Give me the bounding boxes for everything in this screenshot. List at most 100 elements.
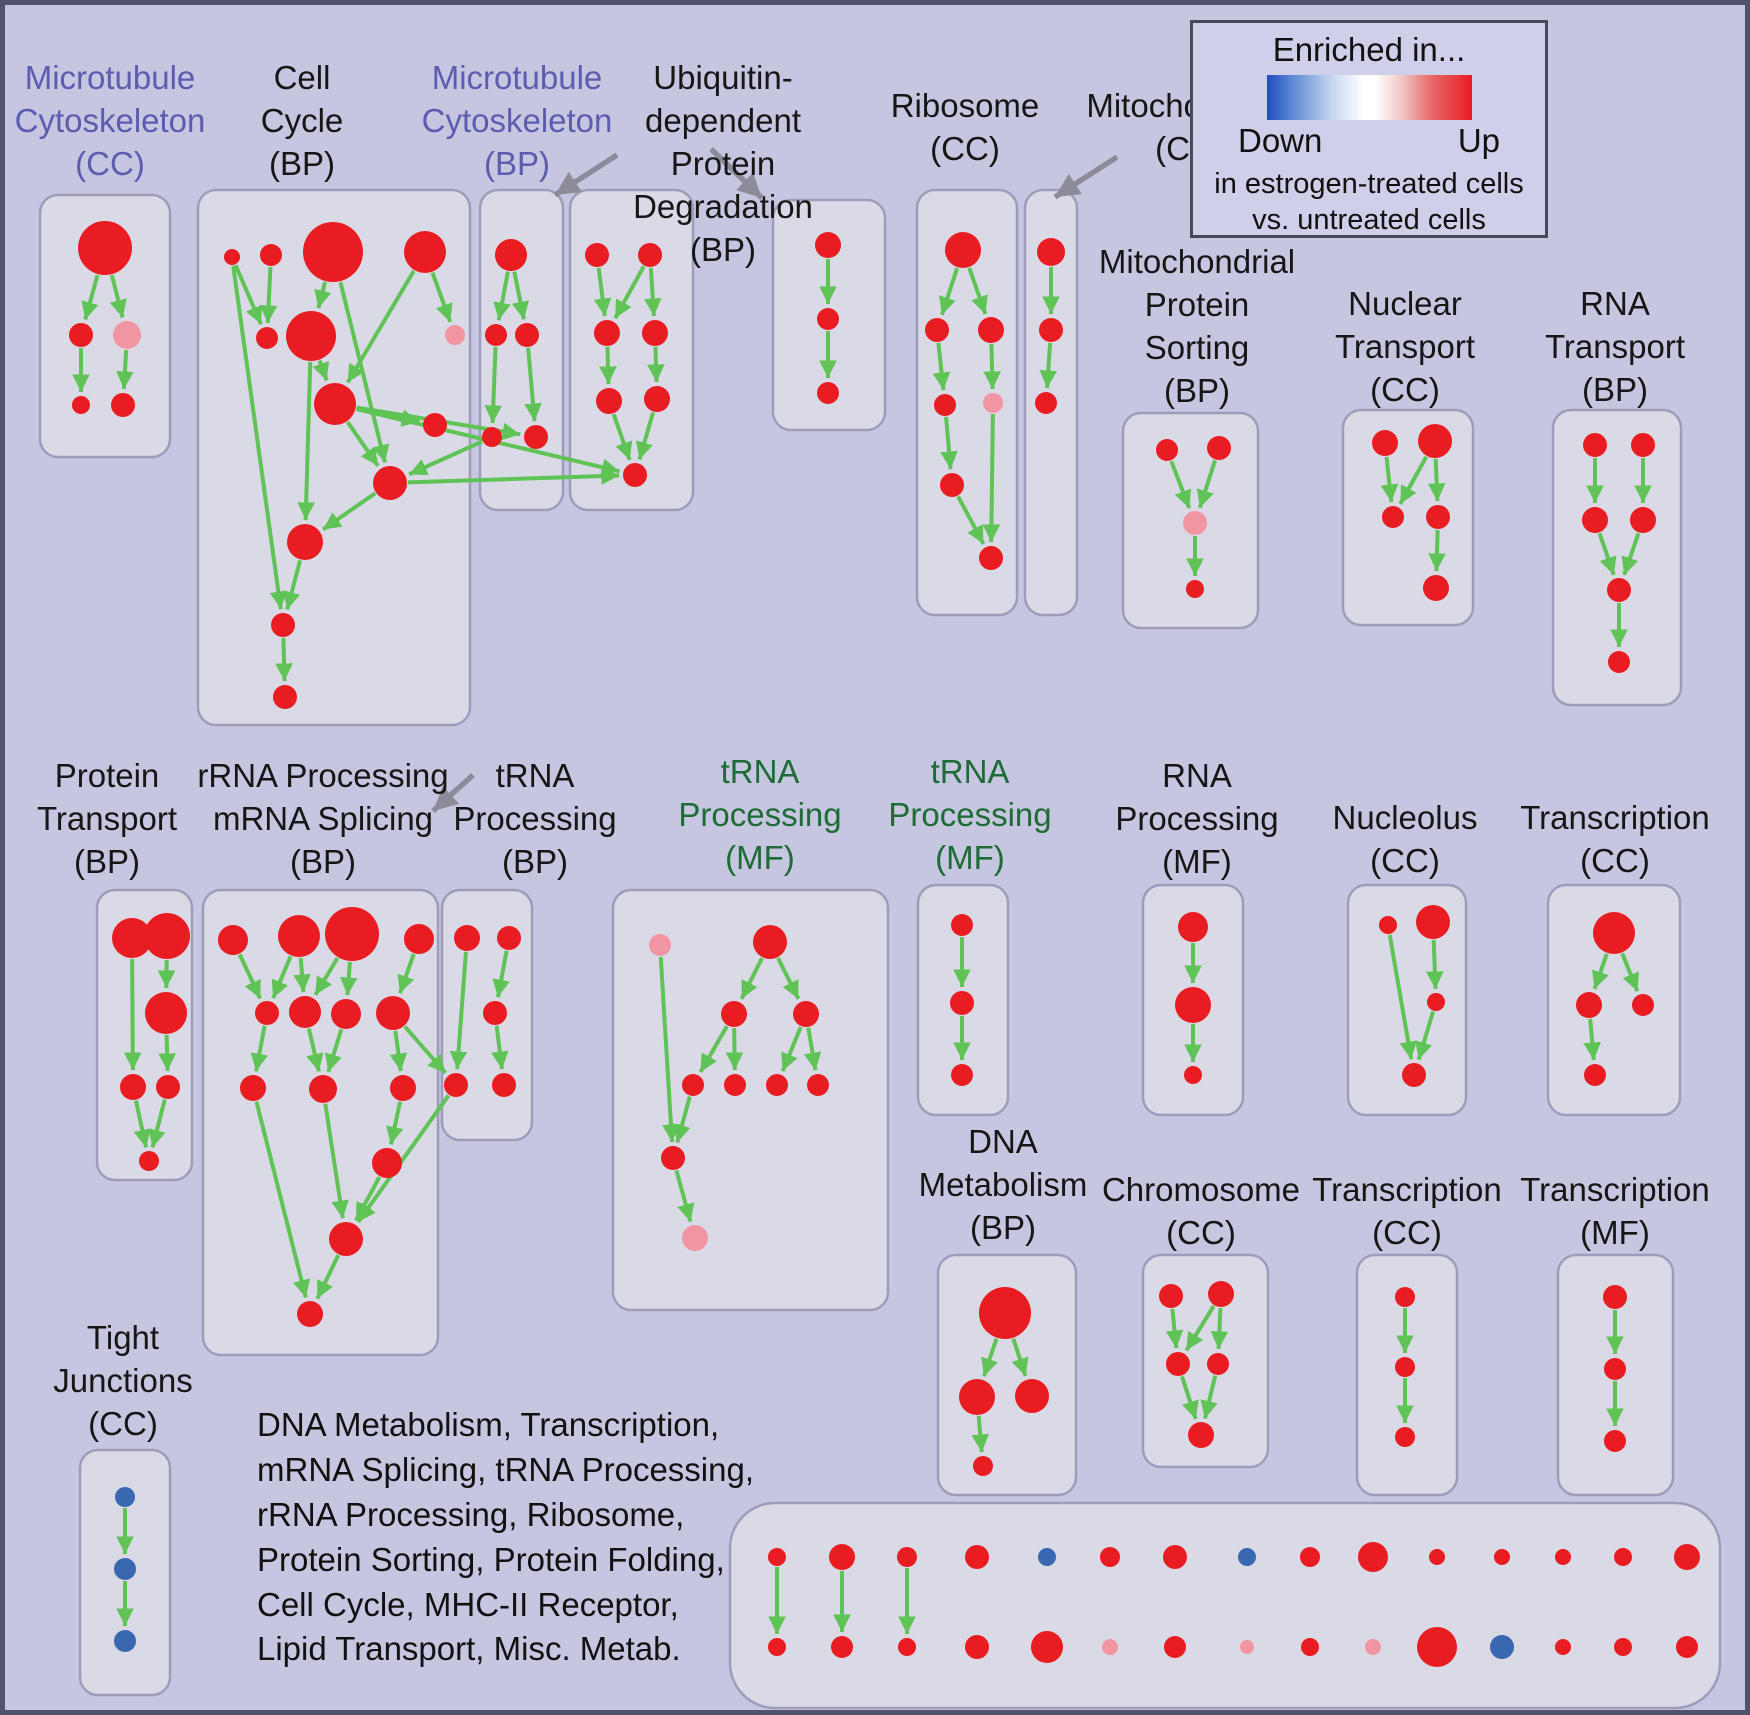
gene-node-q3 [817,382,839,404]
gene-node-tx1 [1395,1287,1415,1307]
gene-node-tm6 [724,1074,746,1096]
gene-node-tj1 [115,1487,135,1507]
gene-node-rt6 [1608,651,1630,673]
edge-rr2-rr5 [271,955,293,999]
gene-node-mp4 [1186,580,1204,598]
edge-cc6-cc8 [312,359,330,382]
gene-node-bb12 [1490,1635,1514,1659]
gene-node-mcc2 [69,323,93,347]
gene-node-dm1 [979,1287,1031,1339]
gene-node-bb1 [768,1638,786,1656]
gene-node-tj2 [114,1558,136,1580]
gene-node-dm4 [973,1456,993,1476]
edge-cc3-cc6 [314,281,332,309]
gene-node-ch2 [1208,1281,1234,1307]
gene-node-bt15 [1674,1544,1700,1570]
gene-node-r7 [979,546,1003,570]
edge-r1-r3 [967,267,988,315]
gene-node-rt1 [1583,433,1607,457]
edge-tm2-tm4 [776,957,801,1000]
gene-node-m1 [495,239,527,271]
gene-node-nu1 [1379,916,1397,934]
label-pointer-arrow-2 [709,147,764,200]
gene-node-ch5 [1188,1422,1214,1448]
gene-node-pt6 [139,1151,159,1171]
edge-u4-u6 [647,346,665,383]
edge-rt3-rt5 [1597,532,1617,576]
gene-node-bb14 [1614,1638,1632,1656]
gene-node-rr6 [289,996,321,1028]
edge-nt1-nt3 [1380,456,1399,503]
gene-node-bt12 [1494,1549,1510,1565]
gene-node-nt1 [1372,430,1398,456]
group-box-nuclear-transport [1341,408,1475,627]
group-box-microtubule-bp [478,188,565,512]
edge-mcc1-mcc3 [109,274,127,319]
gene-node-bb2 [831,1636,853,1658]
gene-node-rp1 [1178,912,1208,942]
gene-node-tm7 [766,1074,788,1096]
edge-tm9-tm10 [674,1170,695,1223]
edge-trb1-trb4 [449,951,468,1070]
edge-rr13-rr14 [315,1254,341,1300]
gene-node-ts2 [950,991,974,1015]
edge-trb2-trb3 [492,950,510,998]
gene-node-bb4 [965,1635,989,1659]
gene-node-ch1 [1159,1284,1183,1308]
gene-node-mt2 [1039,318,1063,342]
gene-node-bb13 [1555,1639,1571,1655]
gene-node-trb3 [483,1001,507,1025]
edge-rr1-rr5 [237,953,263,1000]
edge-r6-r7 [956,495,986,545]
network-svg [38,147,1722,1710]
gene-node-rr13 [329,1222,363,1256]
edge-u6-u7 [635,411,656,461]
gene-node-cc7 [445,325,465,345]
gene-node-ch4 [1207,1353,1229,1375]
edge-r3-r5 [983,343,1001,390]
gene-node-bt6 [1100,1547,1120,1567]
gene-node-mp1 [1156,439,1178,461]
edge-u5-u7 [611,413,633,461]
edge-ch3-ch5 [1180,1375,1199,1420]
edge-pt4-pt6 [133,1100,151,1148]
gene-node-tm2 [753,925,787,959]
gene-node-bb10 [1365,1639,1381,1655]
gene-node-cc8 [314,383,356,425]
edge-cc10-cc11 [321,491,377,532]
edge-rr6-rr10 [306,1028,324,1072]
edge-tm3-tm6 [725,1027,744,1071]
gene-node-rr10 [309,1075,337,1103]
edge-rt4-rt5 [1621,532,1641,576]
gene-node-ty1 [1603,1285,1627,1309]
gene-node-bb6 [1102,1639,1118,1655]
gene-node-rr7 [331,999,361,1029]
gene-node-m5 [524,425,548,449]
gene-node-tm3 [721,1001,747,1027]
edge-r2-r4 [932,342,951,391]
gene-node-bb8 [1240,1640,1254,1654]
edge-pt5-pt6 [148,1099,167,1148]
legend-caption-line2: vs. untreated cells [1252,204,1486,237]
gene-node-mcc5 [111,393,135,417]
edge-tm5-tm9 [673,1096,692,1144]
gene-node-cc3 [303,222,363,282]
gene-node-rt5 [1607,578,1631,602]
gene-node-rr4 [404,924,434,954]
misc-cluster-caption: DNA Metabolism, Transcription, mRNA Spli… [257,1406,755,1668]
gene-node-mp3 [1183,511,1207,535]
gene-node-nt2 [1418,424,1452,458]
gene-node-nt4 [1426,505,1450,529]
gene-node-cc2 [260,244,282,266]
gene-node-rt3 [1582,507,1608,533]
group-box-rrna-mrna [201,888,440,1357]
gene-node-rr9 [240,1075,266,1101]
edge-cc1-cc5 [233,264,263,326]
edge-cc8-cc10 [345,420,380,467]
edge-ch4-ch5 [1200,1375,1218,1419]
gene-node-mcc1 [78,221,132,275]
gene-node-tm8 [807,1074,829,1096]
edge-rr3-rr6 [313,956,340,996]
gene-node-ts1 [951,914,973,936]
